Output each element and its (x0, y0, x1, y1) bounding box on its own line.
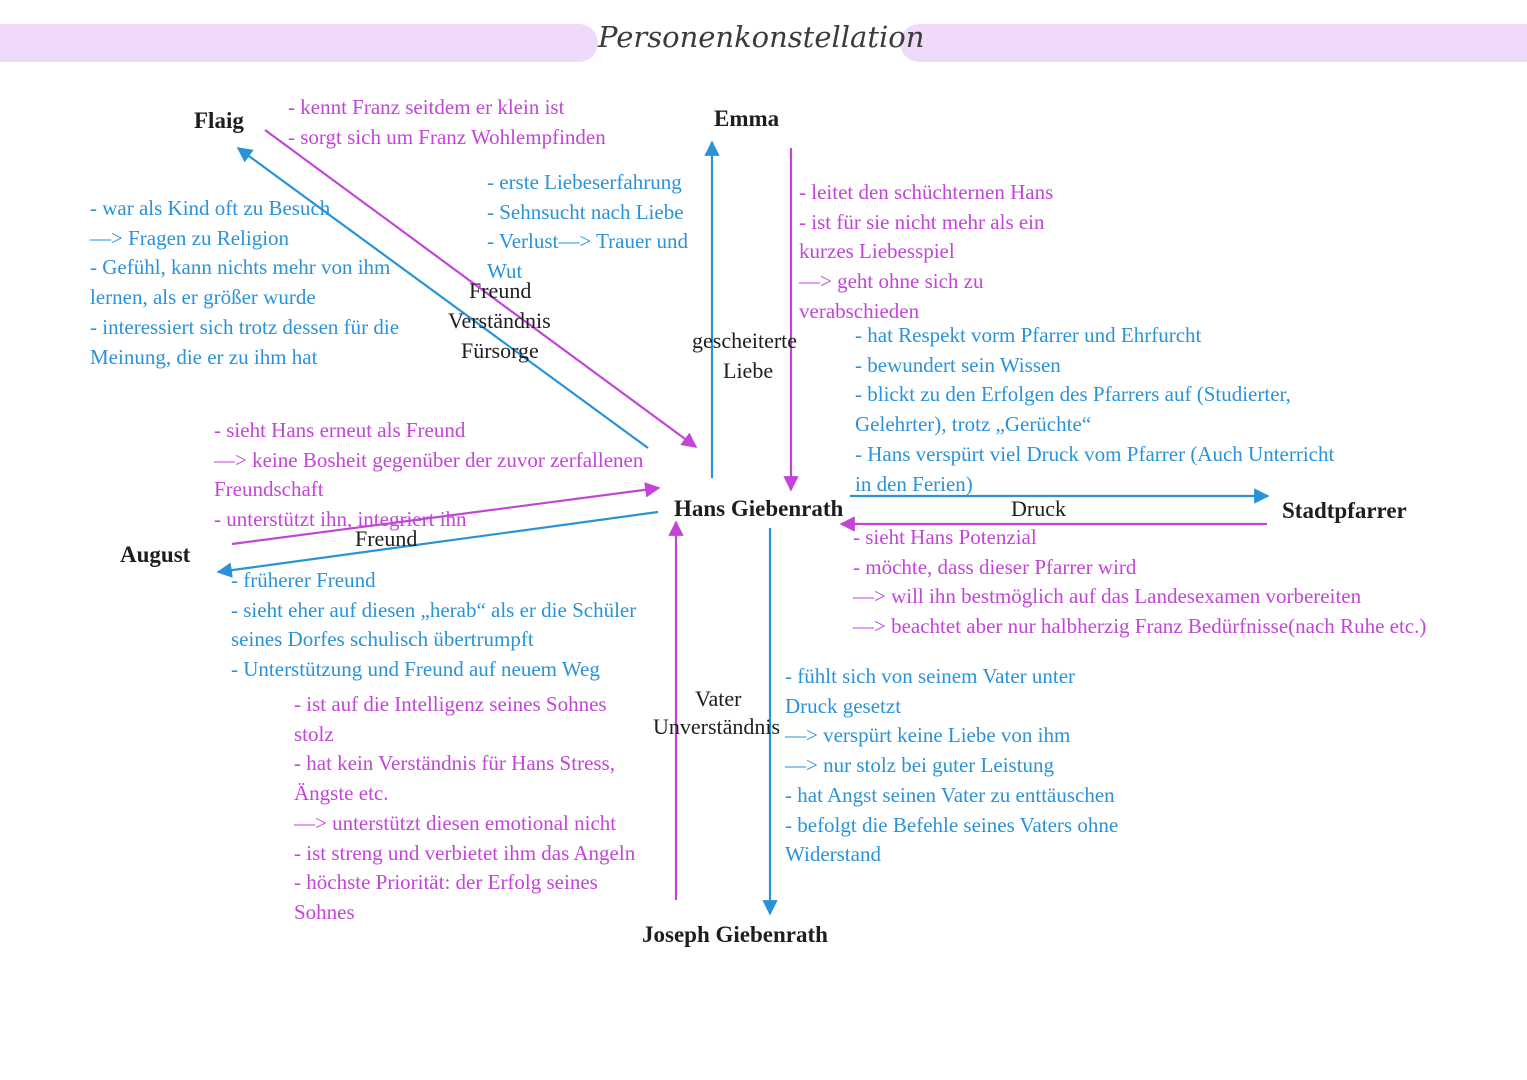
character-august: August (120, 542, 191, 567)
note-pfarrer-about-hans: - sieht Hans Potenzial- möchte, dass die… (853, 525, 1427, 639)
page-title: Personenkonstellation (598, 20, 925, 54)
relation-label-flaig-3: Fürsorge (461, 338, 539, 363)
note-emma-about-hans: - leitet den schüchternen Hans- ist für … (799, 180, 1054, 323)
relation-label-flaig-1: Freund (469, 278, 532, 303)
note-august-about-hans: - sieht Hans erneut als Freund—> keine B… (214, 418, 644, 532)
arrow-hans-to-flaig (236, 147, 649, 449)
note-hans-about-august: - früherer Freund- sieht eher auf diesen… (231, 568, 637, 682)
relation-label-august: Freund (355, 526, 418, 551)
relation-label-joseph-2: Unverständnis (653, 714, 781, 739)
character-hans: Hans Giebenrath (674, 496, 844, 521)
arrow-flaig-to-hans (264, 129, 698, 448)
note-hans-about-emma: - erste Liebeserfahrung- Sehnsucht nach … (487, 170, 689, 284)
note-flaig-about-hans: - kennt Franz seitdem er klein ist- sorg… (288, 95, 606, 149)
arrow-august-to-hans (231, 482, 661, 546)
relation-label-stadtpfarrer: Druck (1011, 496, 1066, 521)
character-joseph: Joseph Giebenrath (642, 922, 828, 947)
character-stadtpfarrer: Stadtpfarrer (1282, 498, 1407, 523)
relation-label-emma-1: gescheiterte (692, 328, 798, 353)
note-hans-about-flaig: - war als Kind oft zu Besuch—> Fragen zu… (90, 196, 400, 369)
note-hans-about-pfarrer: - hat Respekt vorm Pfarrer und Ehrfurcht… (855, 323, 1335, 496)
title-banner-left (0, 24, 598, 62)
character-flaig: Flaig (194, 108, 244, 133)
character-emma: Emma (714, 106, 780, 131)
arrow-hans-to-august (216, 510, 659, 578)
relation-label-joseph-1: Vater (695, 686, 742, 711)
title-banner-right (900, 24, 1527, 62)
relation-label-emma-2: Liebe (723, 358, 774, 383)
relation-label-flaig-2: Verständnis (448, 308, 551, 333)
